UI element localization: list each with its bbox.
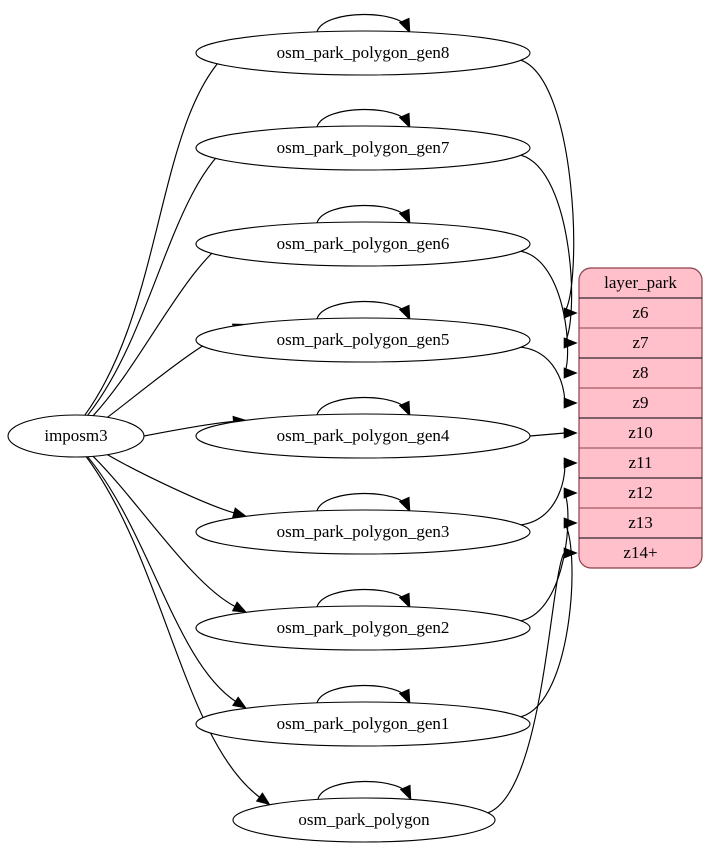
edge-self-loop — [316, 108, 410, 128]
table-row[interactable]: z7 — [579, 328, 702, 358]
edge-arrowhead-to-node — [231, 601, 247, 613]
node-osm-park-polygon[interactable]: osm_park_polygon — [232, 797, 496, 843]
edge-self-loop-arrowhead — [398, 688, 411, 705]
edge-self-loop-arrowhead — [399, 784, 412, 801]
node-shape[interactable] — [195, 125, 531, 171]
node-label: osm_park_polygon_gen8 — [277, 43, 450, 62]
node-label: osm_park_polygon_gen2 — [277, 618, 450, 637]
table-row[interactable]: z14+ — [579, 538, 702, 568]
node-osm-park-polygon-gen7[interactable]: osm_park_polygon_gen7 — [195, 125, 531, 171]
node-label: osm_park_polygon_gen4 — [277, 426, 450, 445]
table-row-label: z13 — [628, 513, 653, 532]
node-shape[interactable] — [195, 413, 531, 459]
edge-arrowhead-to-row — [563, 427, 578, 439]
table-row[interactable]: z10 — [579, 418, 702, 448]
table-row-label: z8 — [632, 363, 648, 382]
node-imposm3[interactable]: imposm3 — [7, 414, 145, 458]
table-row[interactable]: z13 — [579, 508, 702, 538]
edge-imposm3-to-node — [84, 44, 238, 416]
node-osm-park-polygon-gen4[interactable]: osm_park_polygon_gen4 — [195, 413, 531, 459]
edge-node-to-table-row — [520, 522, 573, 718]
edge-node-to-table-row — [520, 250, 569, 374]
edge-self-loop — [316, 204, 410, 224]
node-osm-park-polygon-gen5[interactable]: osm_park_polygon_gen5 — [195, 317, 531, 363]
edge-self-loop-arrowhead — [398, 17, 411, 34]
node-shape[interactable] — [195, 30, 531, 76]
table-row-label: z6 — [632, 303, 648, 322]
layer-park-table: layer_park z6 z7 z8 z9 z10 z11 z12 z13 z14+ — [578, 267, 703, 569]
table-row-label: z7 — [632, 333, 649, 352]
node-shape[interactable] — [195, 509, 531, 555]
node-label: osm_park_polygon — [298, 810, 430, 829]
table-row[interactable]: z6 — [579, 298, 702, 328]
table-row-label: z10 — [628, 423, 653, 442]
edge-self-loop — [316, 492, 410, 512]
node-osm-park-polygon-gen8[interactable]: osm_park_polygon_gen8 — [195, 30, 531, 76]
edge-imposm3-to-node — [87, 456, 237, 703]
node-shape[interactable] — [7, 414, 145, 458]
edge-node-to-table-row — [520, 346, 566, 404]
table-row-label: z14+ — [623, 543, 657, 562]
edge-node-to-table-row — [520, 59, 575, 314]
edge-arrowhead-to-node — [232, 696, 247, 709]
edge-self-loop — [316, 13, 410, 33]
node-shape[interactable] — [195, 221, 531, 267]
table-header-label: layer_park — [604, 273, 677, 292]
edge-node-to-table-row — [520, 462, 566, 526]
edge-imposm3-to-node — [143, 420, 235, 437]
edge-arrowhead-to-row — [563, 517, 578, 529]
edge-arrowhead-to-row — [563, 457, 578, 469]
edge-self-loop-arrowhead — [398, 112, 411, 129]
edge-imposm3-to-node — [92, 233, 237, 417]
node-osm-park-polygon-gen1[interactable]: osm_park_polygon_gen1 — [195, 701, 531, 747]
edge-self-loop-arrowhead — [398, 400, 411, 417]
edge-self-loop — [316, 300, 410, 320]
edge-arrowhead-to-row — [563, 547, 578, 559]
node-shape[interactable] — [195, 701, 531, 747]
edge-arrowhead-to-row — [563, 487, 578, 499]
node-shape[interactable] — [232, 797, 496, 843]
node-label: osm_park_polygon_gen1 — [277, 714, 450, 733]
node-osm-park-polygon-gen2[interactable]: osm_park_polygon_gen2 — [195, 605, 531, 651]
edge-node-to-table-row — [520, 154, 573, 344]
edge-arrowhead-to-row — [563, 367, 578, 379]
edge-self-loop — [316, 396, 410, 416]
edge-self-loop-arrowhead — [398, 304, 411, 321]
edge-self-loop — [316, 684, 410, 704]
edge-node-to-table-row — [529, 432, 566, 437]
node-label: imposm3 — [44, 426, 107, 445]
edge-arrowhead-to-row — [563, 397, 578, 409]
node-osm-park-polygon-gen3[interactable]: osm_park_polygon_gen3 — [195, 509, 531, 555]
edge-node-to-table-row — [487, 552, 565, 814]
edge-arrowhead-to-row — [563, 337, 578, 349]
edge-self-loop-arrowhead — [398, 208, 411, 225]
node-label: osm_park_polygon_gen6 — [277, 234, 450, 253]
node-shape[interactable] — [195, 605, 531, 651]
edge-imposm3-to-node — [107, 454, 235, 514]
edge-node-to-table-row — [520, 492, 569, 622]
table-row-label: z12 — [628, 483, 653, 502]
node-shape[interactable] — [195, 317, 531, 363]
edge-self-loop-arrowhead — [398, 496, 411, 513]
node-label: osm_park_polygon_gen3 — [277, 522, 450, 541]
table-row-label: z11 — [629, 453, 653, 472]
table-row-label: z9 — [632, 393, 648, 412]
node-osm-park-polygon-gen6[interactable]: osm_park_polygon_gen6 — [195, 221, 531, 267]
edge-self-loop-arrowhead — [398, 592, 411, 609]
table-row[interactable]: z8 — [579, 358, 702, 388]
node-label: osm_park_polygon_gen7 — [277, 138, 450, 157]
edge-self-loop — [317, 780, 411, 800]
edge-imposm3-to-node — [87, 138, 237, 416]
table-row[interactable]: z9 — [579, 388, 702, 418]
node-label: osm_park_polygon_gen5 — [277, 330, 450, 349]
edge-imposm3-to-node — [85, 456, 261, 799]
table-row[interactable]: z12 — [579, 478, 702, 508]
table-row[interactable]: z11 — [579, 448, 702, 478]
edge-arrowhead-to-node — [255, 792, 271, 806]
edge-imposm3-to-node — [92, 455, 236, 608]
edge-self-loop — [316, 588, 410, 608]
node-layer: imposm3 osm_park_polygon_gen8 osm_park_pol… — [7, 30, 531, 843]
